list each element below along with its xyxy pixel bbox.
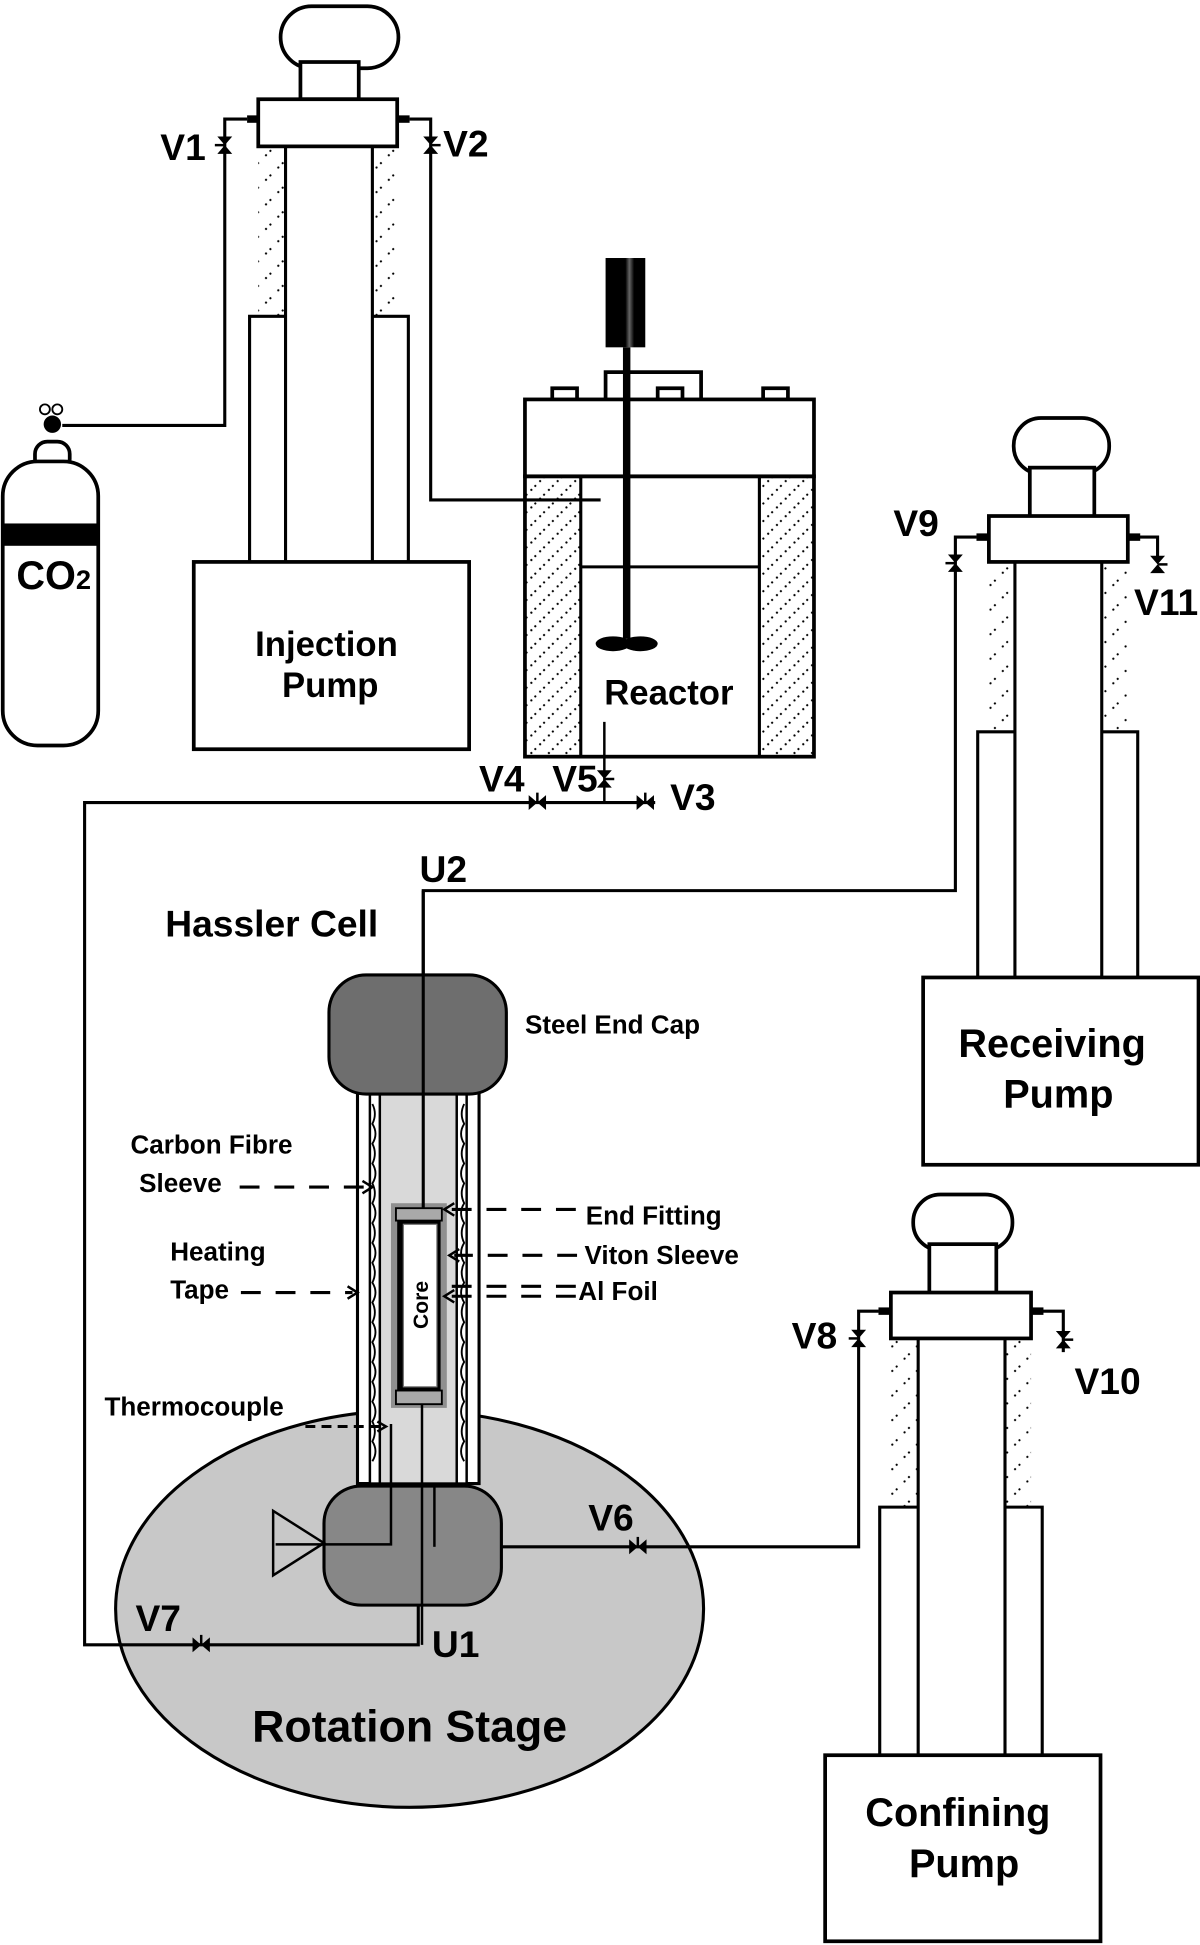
end-fitting-arrowhead [441,1202,455,1217]
valve-v7 [192,1634,210,1653]
co2-feed-line [62,117,248,428]
co2-cylinder [0,403,101,748]
valve-v10 [1055,1330,1074,1349]
end-fitting-label: End Fitting [586,1200,722,1230]
valve-v6 [629,1536,647,1555]
steel-end-cap-label: Steel End Cap [525,1009,700,1039]
valve-v3 [636,792,654,811]
injection-pump-label-2: Pump [282,667,378,705]
valve-label-v11: V11 [1134,581,1198,623]
valves [192,136,1168,1653]
valve-v2 [423,136,441,154]
thermocouple-arrowhead [376,1420,389,1433]
valve-label-v1: V1 [160,126,206,168]
carbon-fibre-label-2: Sleeve [139,1168,222,1198]
valve-v1 [214,136,233,154]
valve-label-v2: V2 [443,122,489,164]
confining-pump [823,1192,1103,1944]
pump-to-reactor-line [409,117,601,502]
receiving-pump-label-2: Pump [1003,1073,1113,1117]
injection-pump-label-1: Injection [255,626,398,664]
valve-label-v3: V3 [670,776,716,818]
valve-label-v4: V4 [479,757,525,799]
confining-pump-label-2: Pump [909,1842,1019,1886]
port-label-u2: U2 [420,848,468,890]
injection-pump [191,4,471,752]
valve-v8 [848,1329,867,1348]
valve-v5 [596,770,615,788]
receiving-pump [921,416,1200,1167]
confining-pump-label-1: Confining [865,1791,1050,1835]
u2-outlet-line [421,535,977,1210]
valve-label-v8: V8 [792,1314,838,1356]
valve-label-v7: V7 [135,1597,181,1639]
valve-v9 [945,554,963,572]
valve-label-v5: V5 [552,757,598,799]
al-foil-label: Al Foil [578,1276,658,1306]
hassler-cell-label: Hassler Cell [165,903,378,945]
heating-tape-arrowhead [346,1285,360,1300]
viton-sleeve-label: Viton Sleeve [584,1240,738,1270]
viton-sleeve-arrowhead [446,1248,460,1263]
hassler-cell [271,890,508,1645]
valve-label-v6: V6 [588,1497,634,1539]
carbon-fibre-arrowhead [361,1179,375,1195]
valve-label-v10: V10 [1074,1360,1140,1402]
heating-tape-label-2: Tape [170,1275,229,1305]
reactor-label: Reactor [604,675,733,713]
co2-label: CO2 [16,554,91,598]
receiving-pump-label-1: Receiving [958,1022,1145,1066]
valve-v4 [528,792,547,811]
valve-v11 [1150,555,1168,574]
heating-tape-label-1: Heating [170,1236,265,1266]
rotation-stage-label: Rotation Stage [252,1703,567,1752]
al-foil-arrowhead [441,1288,455,1304]
reactor [523,258,816,803]
valve-label-v9: V9 [893,502,939,544]
core-label: Core [410,1281,433,1329]
port-label-u1: U1 [432,1623,480,1665]
thermocouple-label: Thermocouple [104,1391,283,1421]
carbon-fibre-label-1: Carbon Fibre [130,1130,292,1160]
